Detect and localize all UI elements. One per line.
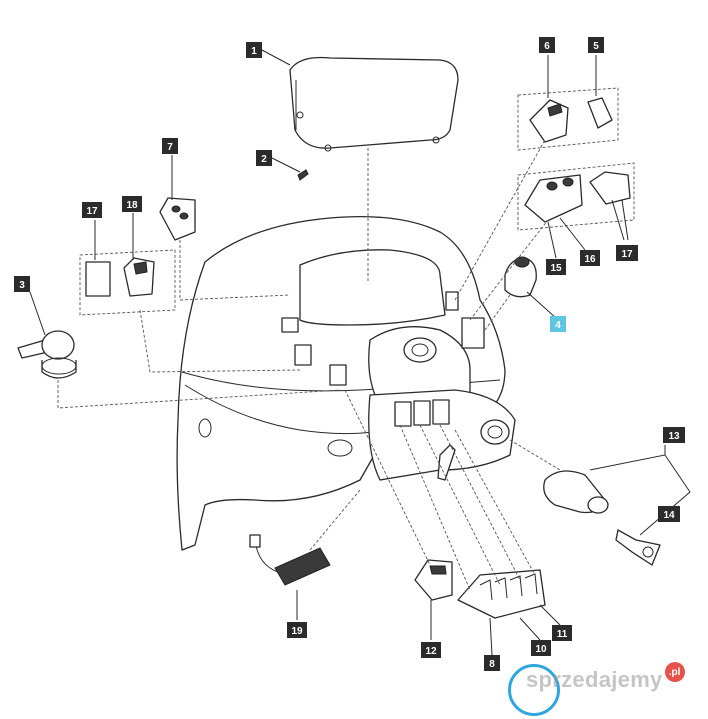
svg-text:18: 18 — [126, 200, 138, 211]
callout-17-right: 17 — [616, 245, 638, 261]
part-1-instrument-cluster — [289, 56, 459, 152]
svg-text:19: 19 — [291, 626, 303, 637]
svg-text:12: 12 — [425, 646, 437, 657]
parts-13-14-ignition — [543, 470, 661, 566]
callout-10: 10 — [531, 640, 551, 656]
callout-11: 11 — [552, 625, 572, 641]
dashboard-housing — [176, 216, 516, 551]
part-19-connector — [249, 534, 331, 586]
parts-5-6-group — [517, 87, 619, 151]
parts-15-16-17-group — [517, 162, 635, 231]
part-2-screw — [297, 169, 309, 181]
svg-text:5: 5 — [593, 41, 599, 52]
callout-15: 15 — [546, 259, 566, 275]
parts-17-18-left-group — [79, 249, 176, 316]
svg-text:17: 17 — [621, 249, 633, 260]
parts-8-10-11-switch-row — [457, 569, 546, 619]
svg-text:2: 2 — [261, 154, 267, 165]
callout-6: 6 — [539, 37, 555, 53]
svg-text:10: 10 — [535, 644, 547, 655]
callout-7: 7 — [162, 138, 178, 154]
svg-text:8: 8 — [489, 659, 495, 670]
svg-text:4: 4 — [555, 320, 561, 331]
part-3-rotary-switch — [17, 330, 77, 379]
svg-text:14: 14 — [663, 510, 675, 521]
callout-3: 3 — [14, 276, 30, 292]
svg-text:15: 15 — [550, 263, 562, 274]
callout-4: 4 — [550, 316, 566, 332]
callout-18: 18 — [122, 196, 142, 212]
part-4-knob — [504, 256, 537, 298]
callout-19: 19 — [287, 622, 307, 638]
callout-8: 8 — [484, 655, 500, 671]
svg-text:1: 1 — [251, 46, 257, 57]
callout-2: 2 — [256, 150, 272, 166]
callout-16: 16 — [580, 250, 600, 266]
part-7-switch — [159, 197, 196, 241]
svg-text:16: 16 — [584, 254, 596, 265]
callout-12: 12 — [421, 642, 441, 658]
callout-13: 13 — [663, 427, 685, 443]
svg-text:6: 6 — [544, 41, 550, 52]
callout-17-left: 17 — [82, 202, 102, 218]
callout-14: 14 — [658, 506, 680, 522]
callout-1: 1 — [246, 42, 262, 58]
part-12-switch — [414, 559, 453, 601]
assembly-lines — [57, 139, 561, 591]
svg-text:11: 11 — [557, 629, 568, 640]
svg-text:7: 7 — [167, 142, 173, 153]
svg-text:13: 13 — [668, 431, 680, 442]
svg-text:17: 17 — [86, 206, 98, 217]
svg-text:3: 3 — [19, 280, 25, 291]
leader-lines — [29, 49, 691, 656]
callout-5: 5 — [588, 37, 604, 53]
